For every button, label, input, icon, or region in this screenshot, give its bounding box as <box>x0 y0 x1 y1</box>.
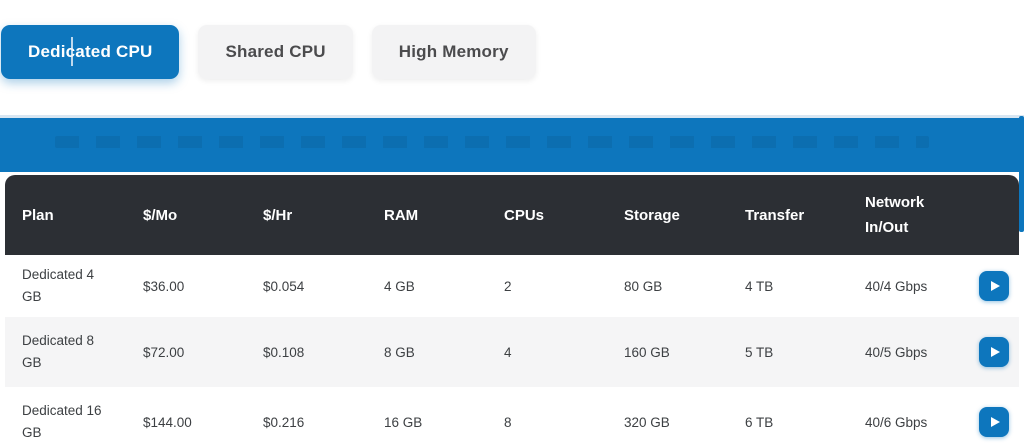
cell-transfer: 4 TB <box>745 278 774 294</box>
column-header-hr: $/Hr <box>263 206 293 224</box>
cell-transfer: 5 TB <box>745 344 774 360</box>
cell-network: 40/5 Gbps <box>865 344 928 360</box>
cell-ram: 16 GB <box>384 414 423 430</box>
banner-texture <box>55 136 929 148</box>
tab-label: High Memory <box>398 42 509 61</box>
play-icon <box>991 347 1000 357</box>
cell-plan: Dedicated 16 GB <box>22 403 102 440</box>
tab-dedicated-cpu[interactable]: Dedicated CPU <box>1 25 180 79</box>
column-header-plan: Plan <box>22 206 54 224</box>
cell-transfer: 6 TB <box>745 414 774 430</box>
column-header-network: Network In/Out <box>865 194 925 236</box>
cell-plan: Dedicated 8 GB <box>22 333 95 370</box>
column-header-mo: $/Mo <box>143 206 178 224</box>
tab-label: Shared CPU <box>225 42 326 61</box>
cell-hr: $0.216 <box>263 414 305 430</box>
table-row: Dedicated 16 GB $144.00 $0.216 16 GB 8 3… <box>5 387 1019 446</box>
cell-storage: 80 GB <box>624 278 663 294</box>
cell-mo: $36.00 <box>143 278 185 294</box>
cell-plan: Dedicated 4 GB <box>22 267 95 304</box>
cell-ram: 4 GB <box>384 278 415 294</box>
table-row: Dedicated 4 GB $36.00 $0.054 4 GB 2 80 G… <box>5 255 1019 317</box>
cell-network: 40/6 Gbps <box>865 414 928 430</box>
table-row: Dedicated 8 GB $72.00 $0.108 8 GB 4 160 … <box>5 317 1019 387</box>
table-header-row: Plan $/Mo $/Hr RAM CPUs Storage Transfer… <box>5 175 1019 255</box>
cell-cpus: 8 <box>504 414 512 430</box>
table-body: Dedicated 4 GB $36.00 $0.054 4 GB 2 80 G… <box>5 255 1019 446</box>
cell-mo: $72.00 <box>143 344 185 360</box>
cell-hr: $0.108 <box>263 344 305 360</box>
play-icon <box>991 417 1000 427</box>
scrollbar-thumb[interactable] <box>1019 116 1024 232</box>
cell-mo: $144.00 <box>143 414 192 430</box>
column-header-storage: Storage <box>624 206 680 224</box>
play-icon <box>991 281 1000 291</box>
cell-network: 40/4 Gbps <box>865 278 928 294</box>
pricing-table: Plan $/Mo $/Hr RAM CPUs Storage Transfer… <box>5 175 1019 446</box>
cell-storage: 320 GB <box>624 414 670 430</box>
cell-ram: 8 GB <box>384 344 415 360</box>
cell-cpus: 4 <box>504 344 512 360</box>
column-header-ram: RAM <box>384 206 419 224</box>
deploy-row-button[interactable] <box>979 407 1009 437</box>
cell-hr: $0.054 <box>263 278 305 294</box>
blue-banner <box>0 115 1024 172</box>
column-header-transfer: Transfer <box>745 206 805 224</box>
cell-storage: 160 GB <box>624 344 670 360</box>
tab-label: Dedicated CPU <box>28 42 153 61</box>
tab-shared-cpu[interactable]: Shared CPU <box>198 25 353 79</box>
tab-high-memory[interactable]: High Memory <box>371 25 536 79</box>
deploy-row-button[interactable] <box>979 337 1009 367</box>
plan-type-tabs: Dedicated CPU Shared CPU High Memory <box>1 25 536 79</box>
deploy-row-button[interactable] <box>979 271 1009 301</box>
column-header-cpus: CPUs <box>504 206 545 224</box>
cell-cpus: 2 <box>504 278 512 294</box>
